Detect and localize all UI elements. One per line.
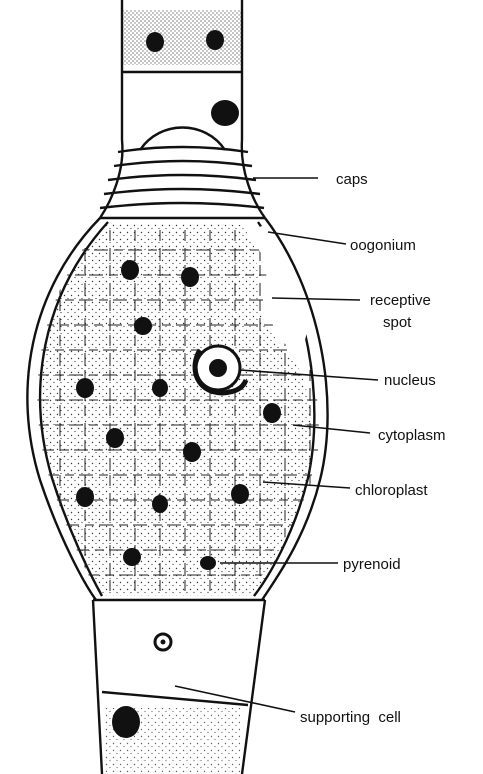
label-oogonium: oogonium: [350, 237, 416, 254]
label-cytoplasm: cytoplasm: [378, 427, 446, 444]
lower-filament-cell: [105, 706, 240, 774]
label-nucleus: nucleus: [384, 372, 436, 389]
upper-filament-cell: [122, 0, 242, 140]
label-caps: caps: [336, 171, 368, 188]
label-supporting-cell: supporting cell: [300, 709, 401, 726]
label-receptive-spot-line1: receptive: [370, 292, 431, 309]
label-chloroplast: chloroplast: [355, 482, 428, 499]
caps: [100, 128, 265, 219]
label-pyrenoid: pyrenoid: [343, 556, 401, 573]
label-receptive-spot-line2: spot: [383, 314, 412, 331]
